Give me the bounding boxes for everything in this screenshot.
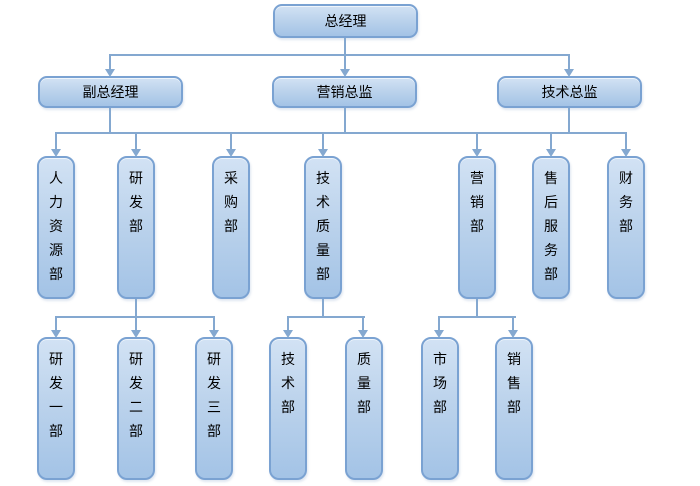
node-rd-dept-2: 研发二部 [117, 337, 155, 480]
connector-line-vertical [287, 316, 289, 331]
connector-line-vertical [55, 316, 57, 331]
connector-line-vertical [135, 316, 137, 331]
node-tech-quality-dept-label: 技术质量部 [316, 171, 330, 283]
connector-arrowhead-down-icon [340, 69, 350, 77]
node-finance-dept: 财务部 [607, 156, 645, 299]
connector-arrowhead-down-icon [564, 69, 574, 77]
node-after-sales-service-dept-label: 售后服务部 [544, 171, 558, 283]
node-quality-dept: 质量部 [345, 337, 383, 480]
connector-arrowhead-down-icon [283, 330, 293, 338]
node-quality-dept-label: 质量部 [357, 352, 371, 416]
connector-line-horizontal [439, 316, 516, 318]
connector-arrowhead-down-icon [226, 149, 236, 157]
connector-line-vertical [476, 299, 478, 317]
connector-arrowhead-down-icon [434, 330, 444, 338]
connector-line-vertical [512, 316, 514, 331]
node-general-manager-label: 总经理 [324, 14, 367, 30]
connector-line-vertical [438, 316, 440, 331]
connector-line-vertical [135, 299, 137, 317]
connector-arrowhead-down-icon [209, 330, 219, 338]
connector-arrowhead-down-icon [51, 149, 61, 157]
node-rd-dept-2-label: 研发二部 [129, 352, 143, 440]
node-market-dept-label: 市场部 [433, 352, 447, 416]
connector-line-vertical [109, 54, 111, 70]
node-tech-quality-dept: 技术质量部 [304, 156, 342, 299]
connector-line-vertical [344, 54, 346, 70]
connector-arrowhead-down-icon [472, 149, 482, 157]
node-marketing-dept-label: 营销部 [470, 171, 484, 235]
node-purchasing-dept-label: 采购部 [224, 171, 238, 235]
node-marketing-director: 营销总监 [272, 76, 417, 108]
connector-arrowhead-down-icon [131, 149, 141, 157]
connector-line-vertical [135, 132, 137, 150]
connector-arrowhead-down-icon [358, 330, 368, 338]
connector-arrowhead-down-icon [621, 149, 631, 157]
connector-arrowhead-down-icon [105, 69, 115, 77]
node-sales-dept: 销售部 [495, 337, 533, 480]
connector-line-vertical [568, 108, 570, 133]
node-deputy-general-manager: 副总经理 [38, 76, 183, 108]
connector-line-vertical [109, 108, 111, 133]
node-technical-director: 技术总监 [497, 76, 642, 108]
connector-line-vertical [322, 299, 324, 317]
node-human-resources-dept: 人力资源部 [37, 156, 75, 299]
node-technical-director-label: 技术总监 [541, 85, 598, 101]
connector-arrowhead-down-icon [318, 149, 328, 157]
node-market-dept: 市场部 [421, 337, 459, 480]
node-human-resources-dept-label: 人力资源部 [49, 171, 63, 283]
node-sales-dept-label: 销售部 [507, 352, 521, 416]
node-purchasing-dept: 采购部 [212, 156, 250, 299]
connector-line-vertical [625, 132, 627, 150]
node-rd-dept-1-label: 研发一部 [49, 352, 63, 440]
node-technology-dept: 技术部 [269, 337, 307, 480]
connector-arrowhead-down-icon [51, 330, 61, 338]
node-marketing-director-label: 营销总监 [316, 85, 373, 101]
connector-line-vertical [362, 316, 364, 331]
connector-line-vertical [568, 54, 570, 70]
node-finance-dept-label: 财务部 [619, 171, 633, 235]
connector-arrowhead-down-icon [508, 330, 518, 338]
connector-arrowhead-down-icon [131, 330, 141, 338]
node-rd-dept-1: 研发一部 [37, 337, 75, 480]
node-technology-dept-label: 技术部 [281, 352, 295, 416]
connector-line-vertical [344, 108, 346, 133]
connector-line-vertical [213, 316, 215, 331]
connector-line-vertical [476, 132, 478, 150]
connector-line-horizontal [287, 316, 365, 318]
connector-line-horizontal [55, 132, 627, 134]
connector-line-horizontal [109, 54, 570, 56]
connector-line-vertical [230, 132, 232, 150]
node-rd-dept: 研发部 [117, 156, 155, 299]
node-general-manager: 总经理 [273, 4, 418, 38]
node-marketing-dept: 营销部 [458, 156, 496, 299]
connector-line-vertical [55, 132, 57, 150]
connector-line-vertical [344, 38, 346, 55]
node-deputy-general-manager-label: 副总经理 [82, 85, 139, 101]
node-after-sales-service-dept: 售后服务部 [532, 156, 570, 299]
connector-arrowhead-down-icon [546, 149, 556, 157]
connector-line-vertical [322, 132, 324, 150]
node-rd-dept-3: 研发三部 [195, 337, 233, 480]
connector-line-vertical [550, 132, 552, 150]
node-rd-dept-label: 研发部 [129, 171, 143, 235]
node-rd-dept-3-label: 研发三部 [207, 352, 221, 440]
